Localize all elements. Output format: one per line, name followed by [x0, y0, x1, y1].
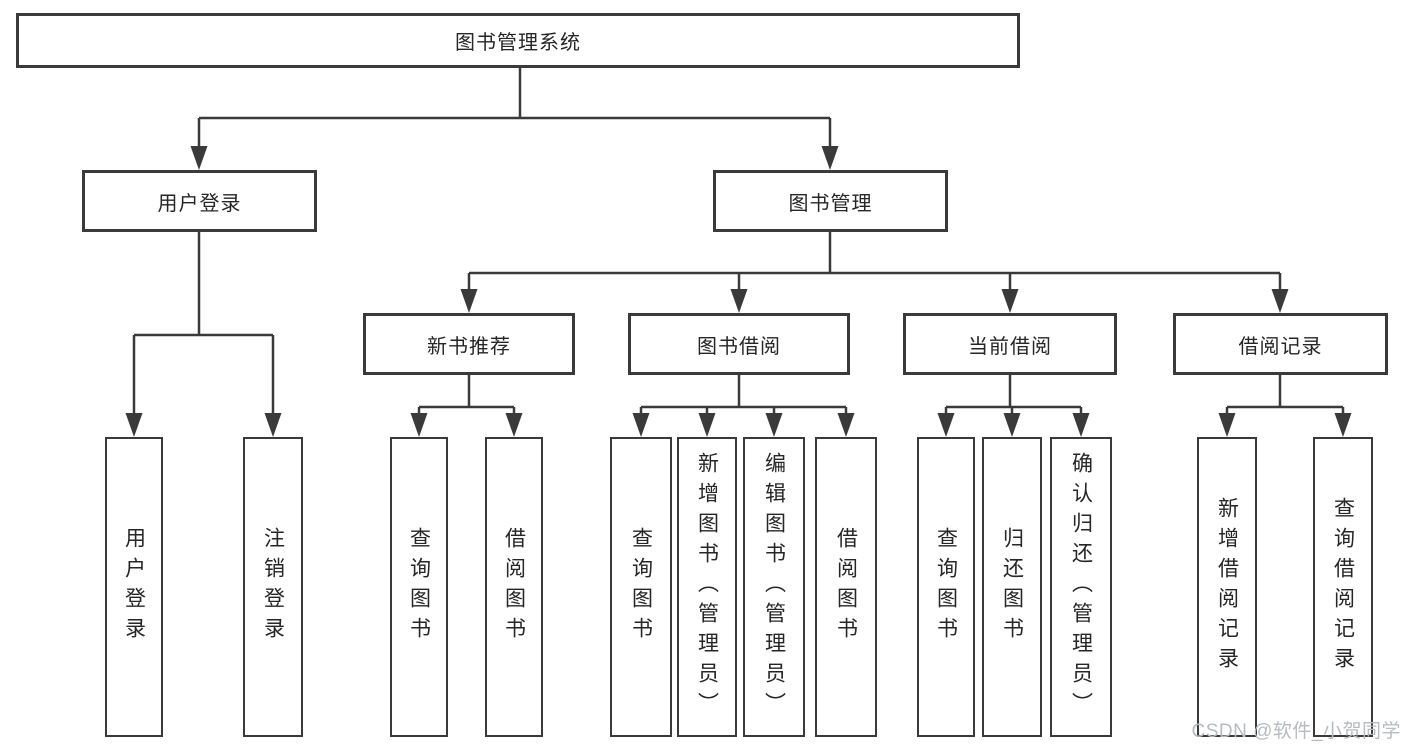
node-book-borrowing: 图书借阅: [628, 313, 850, 375]
leaf-label: 编辑图书（管理员）: [762, 452, 786, 722]
leaf-label: 查询图书: [407, 527, 431, 647]
leaf-confirm-return-admin: 确认归还（管理员）: [1050, 437, 1112, 737]
leaf-user-login: 用户登录: [105, 437, 163, 737]
node-book-management: 图书管理: [713, 170, 948, 232]
leaf-borrow-books: 借阅图书: [815, 437, 877, 737]
node-current-borrowing: 当前借阅: [903, 313, 1117, 375]
leaf-add-book-admin: 新增图书（管理员）: [677, 437, 737, 737]
leaf-borrow-books-recommend: 借阅图书: [485, 437, 543, 737]
leaf-query-borrow-record: 查询借阅记录: [1313, 437, 1373, 737]
leaf-label: 查询图书: [934, 527, 958, 647]
leaf-query-books-borrowing: 查询图书: [610, 437, 672, 737]
node-label: 用户登录: [157, 192, 242, 215]
node-label: 图书借阅: [697, 335, 781, 358]
leaf-query-books-current: 查询图书: [917, 437, 975, 737]
leaf-label: 借阅图书: [834, 527, 858, 647]
node-label: 借阅记录: [1238, 335, 1323, 358]
node-borrowing-records: 借阅记录: [1173, 313, 1388, 375]
leaf-label: 注销登录: [261, 527, 285, 647]
leaf-label: 查询图书: [629, 527, 653, 647]
leaf-logout: 注销登录: [243, 437, 303, 737]
node-label: 当前借阅: [968, 335, 1052, 358]
node-label: 新书推荐: [427, 335, 511, 358]
leaf-return-books: 归还图书: [982, 437, 1042, 737]
leaf-label: 用户登录: [122, 527, 146, 647]
leaf-edit-book-admin: 编辑图书（管理员）: [743, 437, 805, 737]
node-library-management-system: 图书管理系统: [16, 13, 1020, 68]
node-user-login: 用户登录: [82, 170, 317, 232]
leaf-label: 归还图书: [1000, 527, 1024, 647]
leaf-label: 新增图书（管理员）: [695, 452, 719, 722]
node-new-book-recommend: 新书推荐: [363, 313, 575, 375]
node-label: 图书管理系统: [455, 32, 581, 54]
leaf-query-books-recommend: 查询图书: [390, 437, 448, 737]
leaf-label: 查询借阅记录: [1331, 497, 1355, 677]
leaf-label: 借阅图书: [502, 527, 526, 647]
csdn-watermark: CSDN @软件_小贺同学: [1191, 721, 1401, 742]
node-label: 图书管理: [788, 192, 873, 215]
leaf-add-borrow-record: 新增借阅记录: [1197, 437, 1257, 737]
leaf-label: 新增借阅记录: [1215, 497, 1239, 677]
leaf-label: 确认归还（管理员）: [1069, 452, 1093, 722]
